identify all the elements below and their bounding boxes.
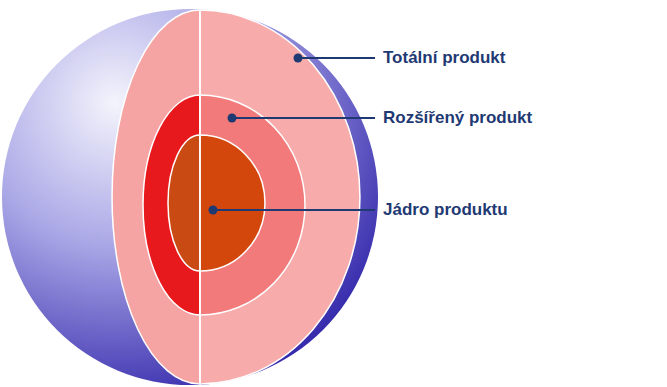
leader-dot — [294, 54, 303, 63]
core-left — [168, 135, 200, 271]
part-label: Totální produkt — [383, 48, 505, 68]
leader-line — [232, 117, 375, 119]
leader-dot — [228, 114, 237, 123]
cut-line — [199, 10, 201, 384]
outer-layer-left — [112, 10, 200, 384]
core-right — [200, 135, 265, 271]
middle-layer-right — [200, 95, 305, 315]
leader-line — [298, 57, 375, 59]
part-label: Jádro produktu — [383, 200, 508, 220]
outer-layer-right — [200, 10, 360, 384]
leader-dot — [209, 206, 218, 215]
part-label: Rozšířený produkt — [383, 108, 532, 128]
sphere — [2, 9, 378, 385]
leader-line — [213, 209, 375, 211]
middle-layer-left — [143, 95, 200, 315]
